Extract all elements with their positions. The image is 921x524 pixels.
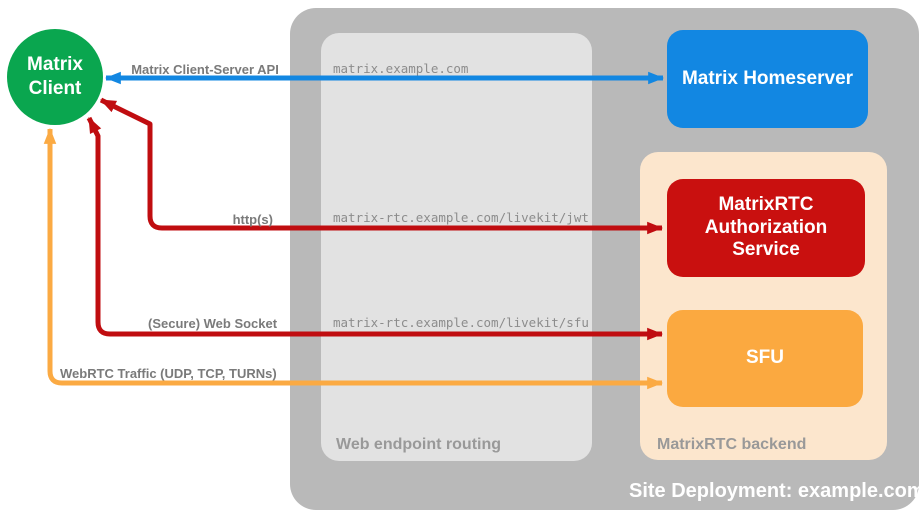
label-webrtc-traffic: WebRTC Traffic (UDP, TCP, TURNs) [60,366,277,381]
endpoint-livekit-jwt: matrix-rtc.example.com/livekit/jwt [333,210,589,225]
matrixrtc-authorization-service-node: MatrixRTC Authorization Service [667,179,865,277]
web-endpoint-routing-container [321,33,592,461]
label-client-server-api: Matrix Client-Server API [131,62,279,77]
label-web-socket: (Secure) Web Socket [148,316,278,331]
matrixrtc-authorization-service-label: MatrixRTC Authorization Service [704,193,828,261]
web-endpoint-routing-label: Web endpoint routing [336,436,502,453]
endpoint-matrix: matrix.example.com [333,61,469,76]
endpoint-livekit-sfu: matrix-rtc.example.com/livekit/sfu [333,315,589,330]
site-deployment-label: Site Deployment: example.com [629,480,921,502]
sfu-label: SFU [746,347,784,369]
sfu-node: SFU [667,310,863,407]
label-https: http(s) [232,212,273,227]
matrix-homeserver-node: Matrix Homeserver [667,30,868,128]
matrixrtc-backend-label: MatrixRTC backend [657,436,807,453]
matrix-homeserver-label: Matrix Homeserver [681,67,854,89]
